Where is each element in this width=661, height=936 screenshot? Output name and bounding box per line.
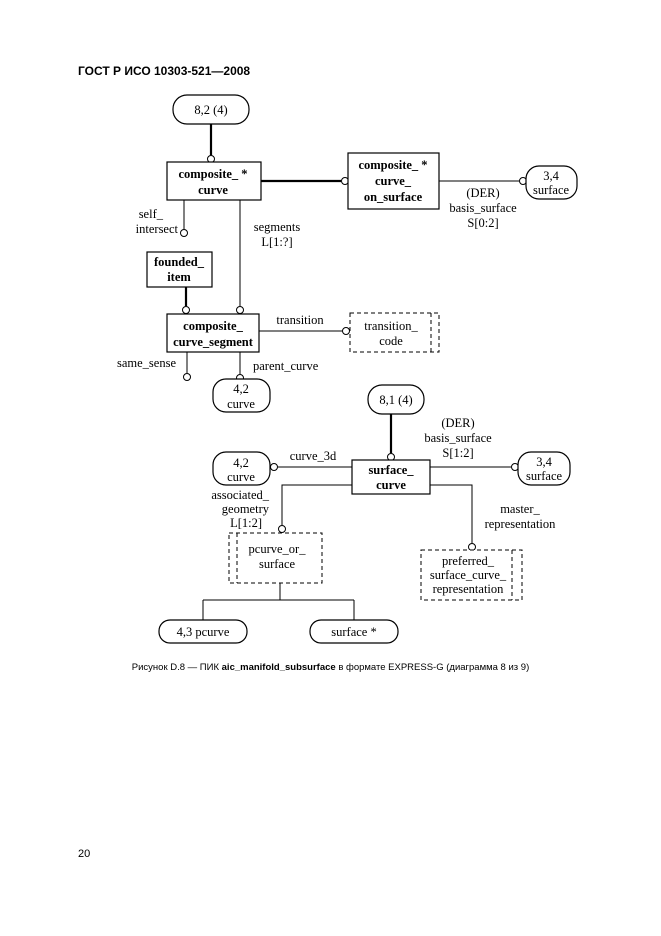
svg-text:founded_: founded_	[154, 255, 205, 269]
label-parent-curve: parent_curve	[253, 359, 319, 373]
caption-bold: aic_manifold_subsurface	[221, 662, 336, 673]
svg-text:surface *: surface *	[331, 625, 376, 639]
page-ref-surface-star: surface *	[309, 619, 399, 644]
label-transition: transition	[276, 313, 324, 327]
label-master-representation: master_ representation	[485, 502, 557, 531]
type-transition-code: transition_ code	[349, 312, 440, 353]
entity-composite-curve-on-surface: composite_ * curve_ on_surface	[347, 152, 440, 210]
ref-3-4-top-line2: surface	[533, 183, 570, 197]
svg-text:composite_: composite_	[183, 319, 243, 333]
svg-text:transition_: transition_	[364, 319, 418, 333]
svg-text:L[1:2]: L[1:2]	[230, 516, 262, 530]
page-ref-3-4-bottom: 3,4 surface	[517, 451, 571, 486]
label-der-basis-surface-bottom: (DER) basis_surface S[1:2]	[424, 416, 492, 460]
entity-composite-curve-segment: composite_ curve_segment	[166, 313, 260, 353]
svg-text:self_: self_	[139, 207, 164, 221]
caption-prefix: Рисунок D.8 — ПИК	[131, 662, 222, 673]
svg-text:surface: surface	[526, 469, 563, 483]
associated-geometry-line	[281, 484, 352, 525]
page-ref-4-2-top: 4,2 curve	[212, 378, 271, 413]
svg-text:code: code	[379, 334, 403, 348]
label-curve-3d: curve_3d	[290, 449, 337, 463]
svg-text:preferred_: preferred_	[442, 554, 495, 568]
entity-surface-curve: surface_ curve	[351, 459, 431, 495]
label-same-sense: same_sense	[117, 356, 176, 370]
type-preferred-surface-curve-representation: preferred_ surface_curve_ representation	[420, 549, 523, 601]
label-der-basis-surface-top: (DER) basis_surface S[0:2]	[449, 186, 517, 230]
composite-curve-line2: curve	[198, 183, 228, 197]
svg-text:curve: curve	[227, 397, 255, 411]
segments-circle	[236, 306, 244, 314]
svg-text:4,2: 4,2	[233, 456, 249, 470]
document-header: ГОСТ Р ИСО 10303-521—2008	[78, 64, 251, 78]
svg-text:L[1:?]: L[1:?]	[261, 235, 292, 249]
svg-text:representation: representation	[433, 582, 505, 596]
page-number: 20	[78, 848, 91, 860]
page-ref-4-2-bottom: 4,2 curve	[212, 451, 271, 486]
svg-text:(DER): (DER)	[466, 186, 499, 200]
composite-curve-line1: composite_ *	[178, 167, 247, 181]
page-ref-8-2-label: 8,2 (4)	[194, 103, 227, 117]
svg-text:curve: curve	[376, 478, 406, 492]
ccos-line1: composite_ *	[358, 158, 427, 172]
svg-text:segments: segments	[254, 220, 301, 234]
curve-3d-circle	[270, 463, 278, 471]
svg-text:surface_curve_: surface_curve_	[430, 568, 507, 582]
ref-3-4-top-line1: 3,4	[543, 169, 559, 183]
page-ref-8-2: 8,2 (4)	[172, 94, 250, 125]
svg-text:basis_surface: basis_surface	[449, 201, 517, 215]
label-self-intersect: self_ intersect	[136, 207, 179, 236]
svg-text:master_: master_	[500, 502, 540, 516]
svg-text:representation: representation	[485, 517, 557, 531]
page-ref-4-3-pcurve: 4,3 pcurve	[158, 619, 248, 644]
label-segments: segments L[1:?]	[254, 220, 301, 249]
express-g-diagram: 8,2 (4) composite_ * curve composite_ * …	[117, 94, 578, 644]
svg-text:4,2: 4,2	[233, 382, 249, 396]
page-ref-3-4-top: 3,4 surface	[525, 165, 578, 200]
svg-text:curve_segment: curve_segment	[173, 335, 254, 349]
master-representation-line	[430, 484, 473, 543]
svg-text:3,4: 3,4	[536, 455, 552, 469]
ccos-line2: curve_	[375, 174, 412, 188]
svg-text:4,3 pcurve: 4,3 pcurve	[177, 625, 230, 639]
same-sense-circle	[183, 373, 191, 381]
svg-text:8,1 (4): 8,1 (4)	[379, 393, 412, 407]
ccos-line3: on_surface	[364, 190, 423, 204]
svg-text:S[1:2]: S[1:2]	[442, 446, 473, 460]
label-associated-geometry: associated_ geometry L[1:2]	[211, 488, 269, 530]
svg-text:pcurve_or_: pcurve_or_	[249, 542, 307, 556]
entity-composite-curve: composite_ * curve	[166, 161, 262, 201]
svg-text:S[0:2]: S[0:2]	[467, 216, 498, 230]
svg-text:basis_surface: basis_surface	[424, 431, 492, 445]
svg-text:(DER): (DER)	[441, 416, 474, 430]
svg-text:associated_: associated_	[211, 488, 269, 502]
svg-text:intersect: intersect	[136, 222, 179, 236]
founded-item-circle	[182, 306, 190, 314]
page-ref-8-1: 8,1 (4)	[367, 384, 425, 415]
associated-geometry-circle	[278, 525, 286, 533]
master-representation-circle	[468, 543, 476, 551]
caption-suffix: в формате EXPRESS-G (диаграмма 8 из 9)	[335, 662, 530, 673]
svg-text:surface: surface	[259, 557, 296, 571]
transition-circle	[342, 327, 350, 335]
svg-text:item: item	[167, 270, 191, 284]
svg-text:curve: curve	[227, 470, 255, 484]
svg-text:geometry: geometry	[222, 502, 270, 516]
svg-text:surface_: surface_	[368, 463, 414, 477]
type-pcurve-or-surface: pcurve_or_ surface	[228, 532, 323, 584]
figure-caption: Рисунок D.8 — ПИК aic_manifold_subsurfac…	[0, 662, 661, 673]
self-intersect-circle	[180, 229, 188, 237]
entity-founded-item: founded_ item	[146, 251, 213, 288]
